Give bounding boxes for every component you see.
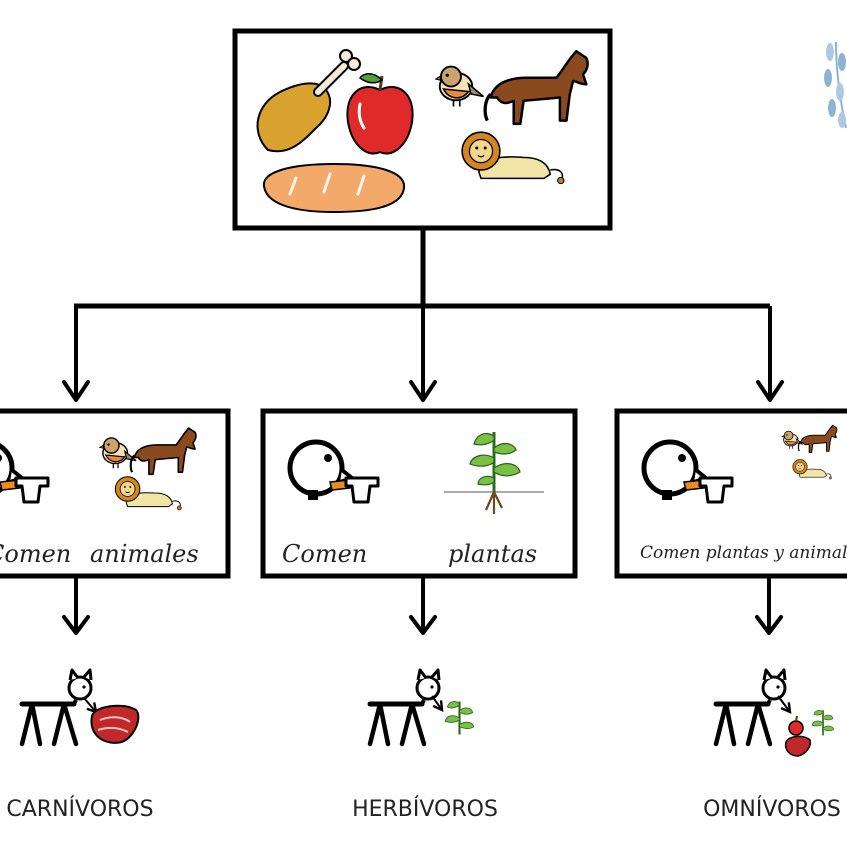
herbivore-animal <box>370 670 475 744</box>
drumstick-icon <box>256 49 361 153</box>
meat-icon <box>784 735 812 757</box>
herbivore-verb: Comen <box>282 540 367 568</box>
herbivore-label: HERBÍVOROS <box>352 796 498 822</box>
carnivore-animal <box>22 670 140 744</box>
omnivore-label: OMNÍVOROS <box>703 796 841 822</box>
omnivore-animal <box>716 670 835 757</box>
watermark-leaf-icon <box>824 41 847 129</box>
omnivore-caption: Comen plantas y animales <box>640 543 847 563</box>
cat-icon <box>370 670 439 744</box>
bread-icon <box>262 162 406 214</box>
plant-icon <box>811 710 835 736</box>
arrows-to-animals <box>62 577 783 635</box>
food-box <box>232 28 613 231</box>
connector-lines <box>74 230 770 309</box>
carnivore-box: Comen animales <box>0 408 231 579</box>
herbivore-box: Comen plantas <box>260 408 578 579</box>
herbivore-object: plantas <box>448 540 537 568</box>
carnivore-object: animales <box>90 540 199 568</box>
arrows-to-boxes <box>62 306 784 402</box>
carnivore-label: CARNÍVOROS <box>6 796 153 822</box>
cat-icon <box>22 670 91 744</box>
meat-icon <box>90 704 140 744</box>
omnivore-box: Comen plantas y animales <box>614 408 847 579</box>
apple-icon <box>346 73 414 155</box>
carnivore-verb: Comen <box>0 540 71 568</box>
plant-icon <box>444 701 475 735</box>
apple-icon <box>788 715 804 736</box>
cat-icon <box>716 670 785 744</box>
